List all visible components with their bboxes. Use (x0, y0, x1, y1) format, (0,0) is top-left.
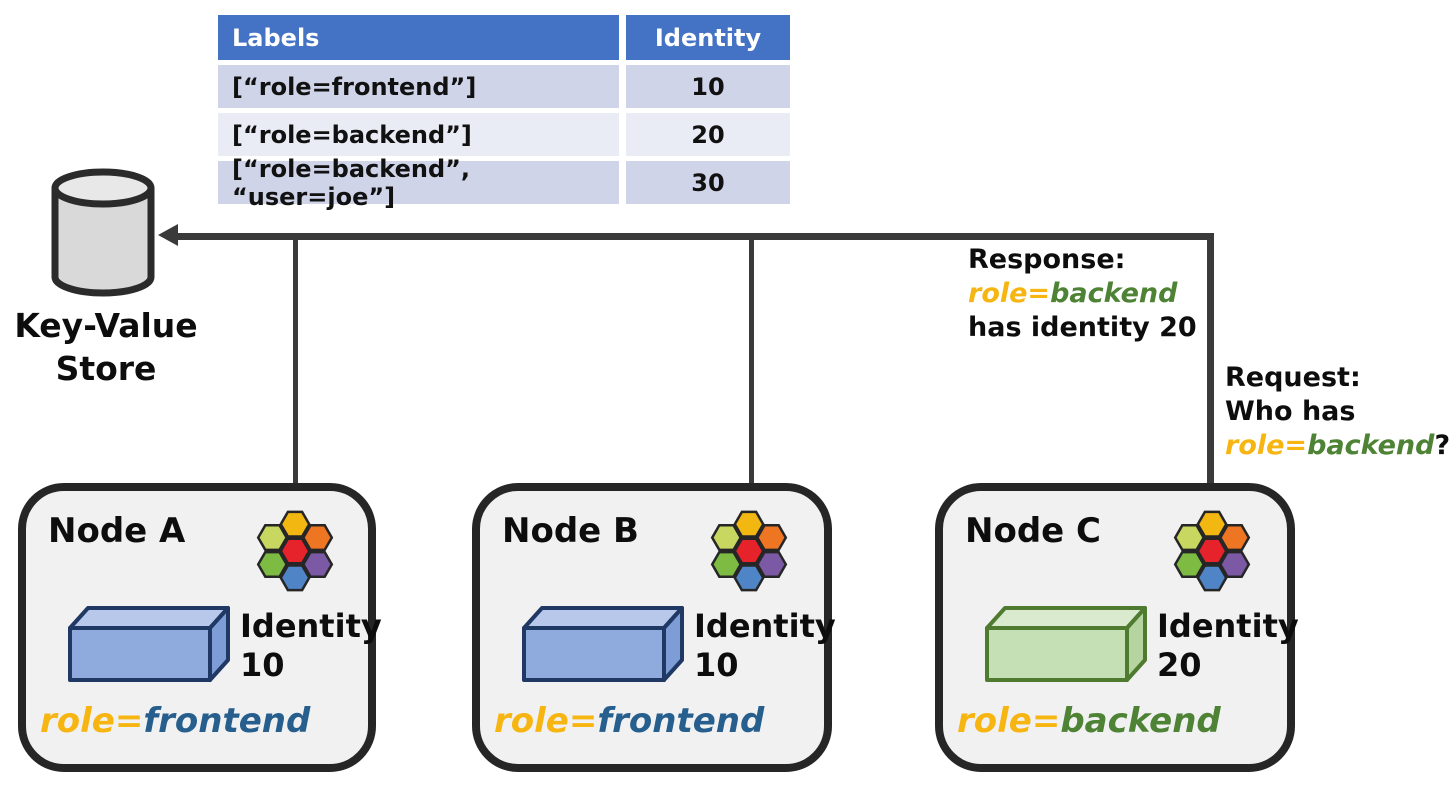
identity-value: 20 (1157, 646, 1202, 684)
cuboid-3d-icon (985, 606, 1147, 682)
node-title: Node B (502, 511, 639, 551)
role-key: role= (494, 701, 598, 741)
request-line2: Who has (1225, 396, 1356, 427)
response-role-key: role= (968, 278, 1051, 309)
response-role-line: role=backend (968, 277, 1197, 311)
role-key: role= (40, 701, 144, 741)
kv-store-label-line2: Store (55, 349, 157, 388)
response-role-value: backend (1050, 278, 1178, 309)
node-a: Node A Identity 10 role=frontend (18, 483, 382, 772)
request-role-value: backend (1307, 430, 1435, 461)
identity-label: Identity (240, 607, 382, 645)
response-identity-line: has identity 20 (968, 312, 1197, 343)
table-row-identity: 20 (626, 113, 790, 156)
hexagon-cluster-icon (256, 510, 334, 592)
horizontal-connector-line (172, 233, 1214, 240)
role-value: frontend (597, 701, 765, 741)
table-row-label: [“role=backend”, “user=joe”] (218, 155, 619, 211)
vertical-line-node-c (1207, 233, 1214, 486)
kv-store-label: Key-Value Store (0, 304, 212, 390)
request-role-line: role=backend? (1225, 429, 1450, 463)
node-title: Node A (48, 511, 186, 551)
node-role-label: role=frontend (40, 701, 310, 741)
request-annotation: Request: Who has role=backend? (1225, 361, 1450, 463)
identity-label: Identity (1157, 607, 1299, 645)
node-role-label: role=backend (957, 701, 1221, 741)
request-question-mark: ? (1434, 430, 1450, 461)
identity-label: Identity (694, 607, 836, 645)
table-row-identity: 30 (626, 161, 790, 204)
table-header-labels: Labels (218, 15, 619, 60)
role-value: frontend (143, 701, 311, 741)
identity-value: 10 (240, 646, 285, 684)
request-title: Request: (1225, 362, 1361, 393)
vertical-line-node-a (293, 240, 298, 488)
node-role-label: role=frontend (494, 701, 764, 741)
table-header-identity: Identity (626, 15, 790, 60)
request-role-key: role= (1225, 430, 1308, 461)
table-row-identity: 10 (626, 65, 790, 108)
cuboid-3d-icon (522, 606, 684, 682)
table-row-label: [“role=backend”] (218, 113, 619, 156)
kv-store-label-line1: Key-Value (14, 306, 198, 345)
node-title: Node C (965, 511, 1101, 551)
role-value: backend (1060, 701, 1221, 741)
response-annotation: Response: role=backend has identity 20 (968, 243, 1197, 345)
role-key: role= (957, 701, 1061, 741)
cuboid-3d-icon (68, 606, 230, 682)
response-title: Response: (968, 244, 1126, 275)
node-identity: Identity 10 (694, 607, 836, 685)
node-c: Node C Identity 20 role=backend (935, 483, 1299, 772)
hexagon-cluster-icon (1173, 510, 1251, 592)
node-b: Node B Identity 10 role=frontend (472, 483, 836, 772)
node-identity: Identity 20 (1157, 607, 1299, 685)
hexagon-cluster-icon (710, 510, 788, 592)
arrowhead-to-kv-store (158, 224, 178, 246)
vertical-line-node-b (749, 240, 754, 488)
database-cylinder-icon (51, 168, 155, 297)
table-row-label: [“role=frontend”] (218, 65, 619, 108)
identity-value: 10 (694, 646, 739, 684)
node-identity: Identity 10 (240, 607, 382, 685)
identity-table: Labels Identity [“role=frontend”] 10 [“r… (218, 15, 790, 211)
